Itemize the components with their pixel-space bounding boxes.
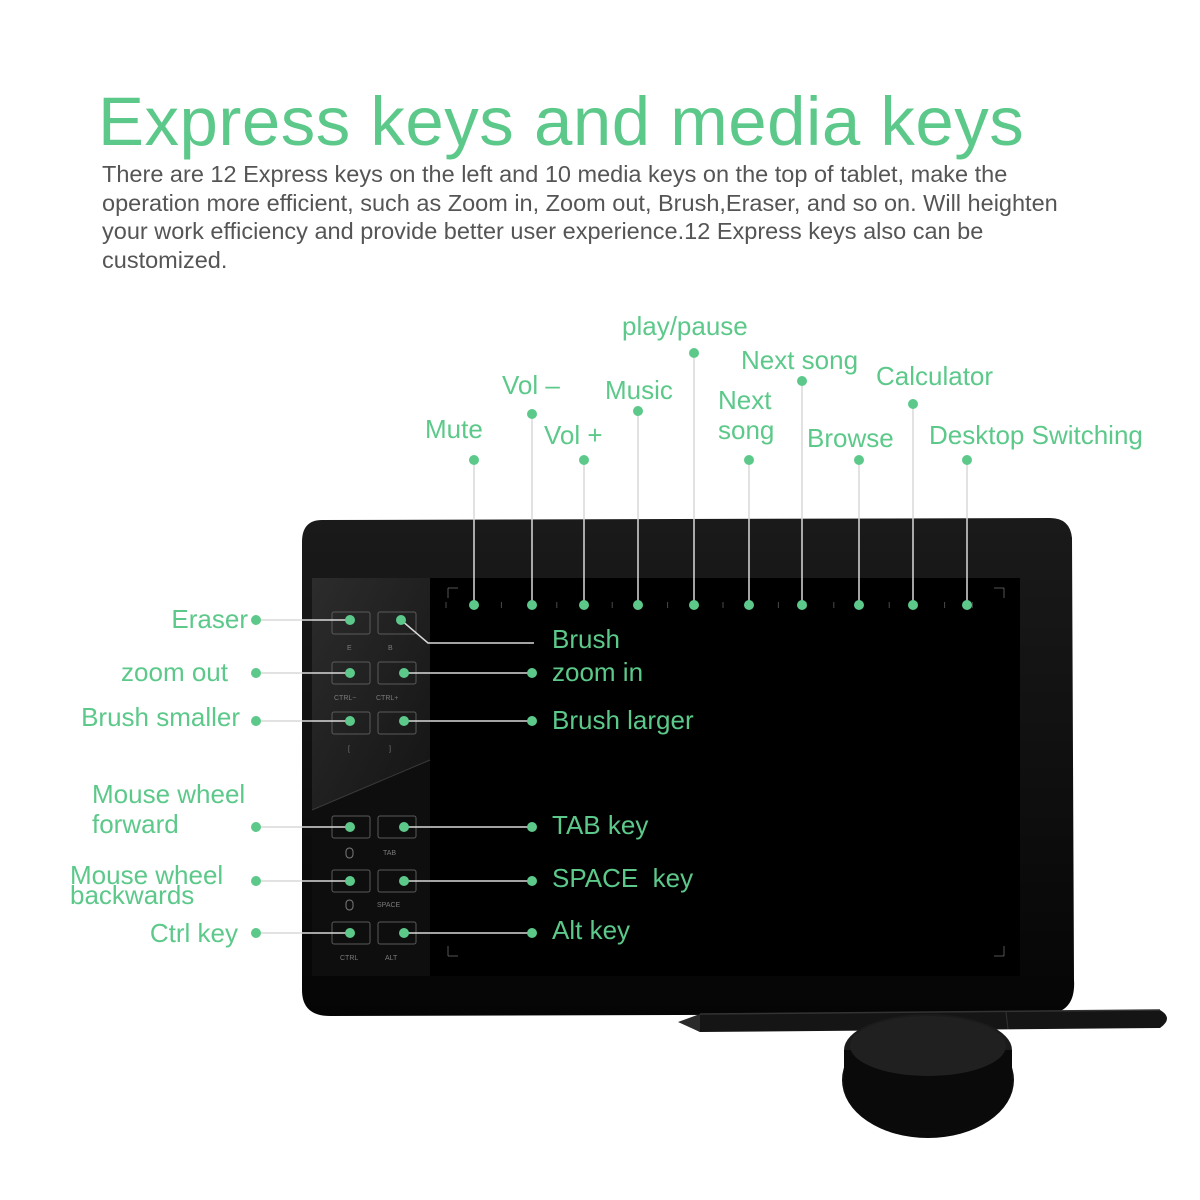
callout-dot-ctrl-key-key [345, 928, 355, 938]
callout-dot-brush-smaller-key [345, 716, 355, 726]
callout-dot-mouse-wheel-backwards-key [345, 876, 355, 886]
label-brush-smaller: Brush smaller [81, 702, 240, 732]
keycap-e: E [347, 645, 352, 652]
callout-dot-tab-key-label [527, 822, 537, 832]
keycap-ctrl-plus: CTRL+ [376, 695, 398, 702]
keycap-ctrl: CTRL [340, 955, 358, 962]
callout-dot-next-song-2-label [797, 376, 807, 386]
label-desktop-switching: Desktop Switching [929, 420, 1143, 450]
label-alt-key: Alt key [552, 915, 631, 945]
label-play-pause: play/pause [622, 311, 748, 341]
callout-dot-mouse-wheel-forward-key [345, 822, 355, 832]
callout-dot-vol-plus-key [579, 600, 589, 610]
callout-dot-alt-key-key [399, 928, 409, 938]
callout-dot-brush-key [396, 615, 406, 625]
keycap-ctrl-minus: CTRL− [334, 695, 356, 702]
label-brush-larger: Brush larger [552, 705, 694, 735]
callout-dot-music-label [633, 406, 643, 416]
callout-dot-zoom-out-label [251, 668, 261, 678]
callout-dot-mute-key [469, 600, 479, 610]
label-mouse-wheel-backwards: Mouse wheel backwards [70, 860, 224, 910]
callout-dot-desktop-switching-label [962, 455, 972, 465]
callout-dot-vol-plus-label [579, 455, 589, 465]
callout-dot-zoom-in-label [527, 668, 537, 678]
callout-dot-calculator-key [908, 600, 918, 610]
mouse-icon [345, 847, 354, 911]
callout-dot-mute-label [469, 455, 479, 465]
keycap-alt: ALT [385, 955, 398, 962]
label-brush: Brush [552, 624, 620, 654]
callout-dot-next-song-1-label [744, 455, 754, 465]
tablet-body [302, 518, 1075, 1016]
callout-dot-zoom-out-key [345, 668, 355, 678]
callout-dot-brush-larger-key [399, 716, 409, 726]
callout-dot-zoom-in-key [399, 668, 409, 678]
callout-dot-eraser-key [345, 615, 355, 625]
keycap-bracket-right: ] [389, 746, 391, 753]
label-next-song-2: Next song [741, 345, 859, 375]
keycap-tab: TAB [383, 850, 396, 857]
callout-dot-next-song-1-key [744, 600, 754, 610]
callout-dot-tab-key-key [399, 822, 409, 832]
pen-holder [842, 1014, 1014, 1138]
callout-dots [251, 348, 972, 938]
label-mouse-wheel-forward: Mouse wheel forward [92, 779, 246, 839]
page-title: Express keys and media keys [98, 83, 1025, 160]
label-browse: Browse [807, 423, 894, 453]
callout-dot-space-key-label [527, 876, 537, 886]
keycap-b: B [388, 645, 393, 652]
callout-line-brush [400, 619, 534, 644]
callout-dot-browse-key [854, 600, 864, 610]
label-vol-minus: Vol – [502, 370, 560, 400]
callout-dot-brush-smaller-label [251, 716, 261, 726]
callout-dot-desktop-switching-key [962, 600, 972, 610]
label-music: Music [605, 375, 673, 405]
label-zoom-out: zoom out [121, 657, 228, 687]
label-calculator: Calculator [876, 361, 994, 391]
label-vol-plus: Vol + [544, 420, 603, 450]
callout-dot-mouse-wheel-backwards-label [251, 876, 261, 886]
page-description: There are 12 Express keys on the left an… [102, 161, 1058, 273]
key-cap-labels: E B CTRL− CTRL+ [ ] TAB SPACE CTRL ALT [334, 645, 401, 962]
callout-dot-calculator-label [908, 399, 918, 409]
callout-dot-space-key-key [399, 876, 409, 886]
label-tab-key: TAB key [552, 810, 649, 840]
keycap-bracket-left: [ [348, 746, 350, 753]
callout-lines [256, 353, 968, 934]
keycap-space: SPACE [377, 902, 401, 909]
label-zoom-in: zoom in [552, 657, 644, 687]
callout-dot-browse-label [854, 455, 864, 465]
callout-dot-alt-key-label [527, 928, 537, 938]
callout-dot-vol-minus-key [527, 600, 537, 610]
callout-dot-music-key [633, 600, 643, 610]
callout-dot-play-pause-key [689, 600, 699, 610]
callout-dot-play-pause-label [689, 348, 699, 358]
callout-dot-next-song-2-key [797, 600, 807, 610]
callout-dot-eraser-label [251, 615, 261, 625]
label-ctrl-key: Ctrl key [149, 918, 238, 948]
callout-dot-vol-minus-label [527, 409, 537, 419]
label-mute: Mute [425, 414, 483, 444]
label-space-key: SPACE key [552, 863, 694, 893]
label-next-song-1: Next song [718, 385, 775, 445]
label-eraser: Eraser [171, 604, 248, 634]
callout-dot-brush-larger-label [527, 716, 537, 726]
active-area-markers [447, 587, 1005, 957]
callout-dot-ctrl-key-label [251, 928, 261, 938]
callout-dot-mouse-wheel-forward-label [251, 822, 261, 832]
